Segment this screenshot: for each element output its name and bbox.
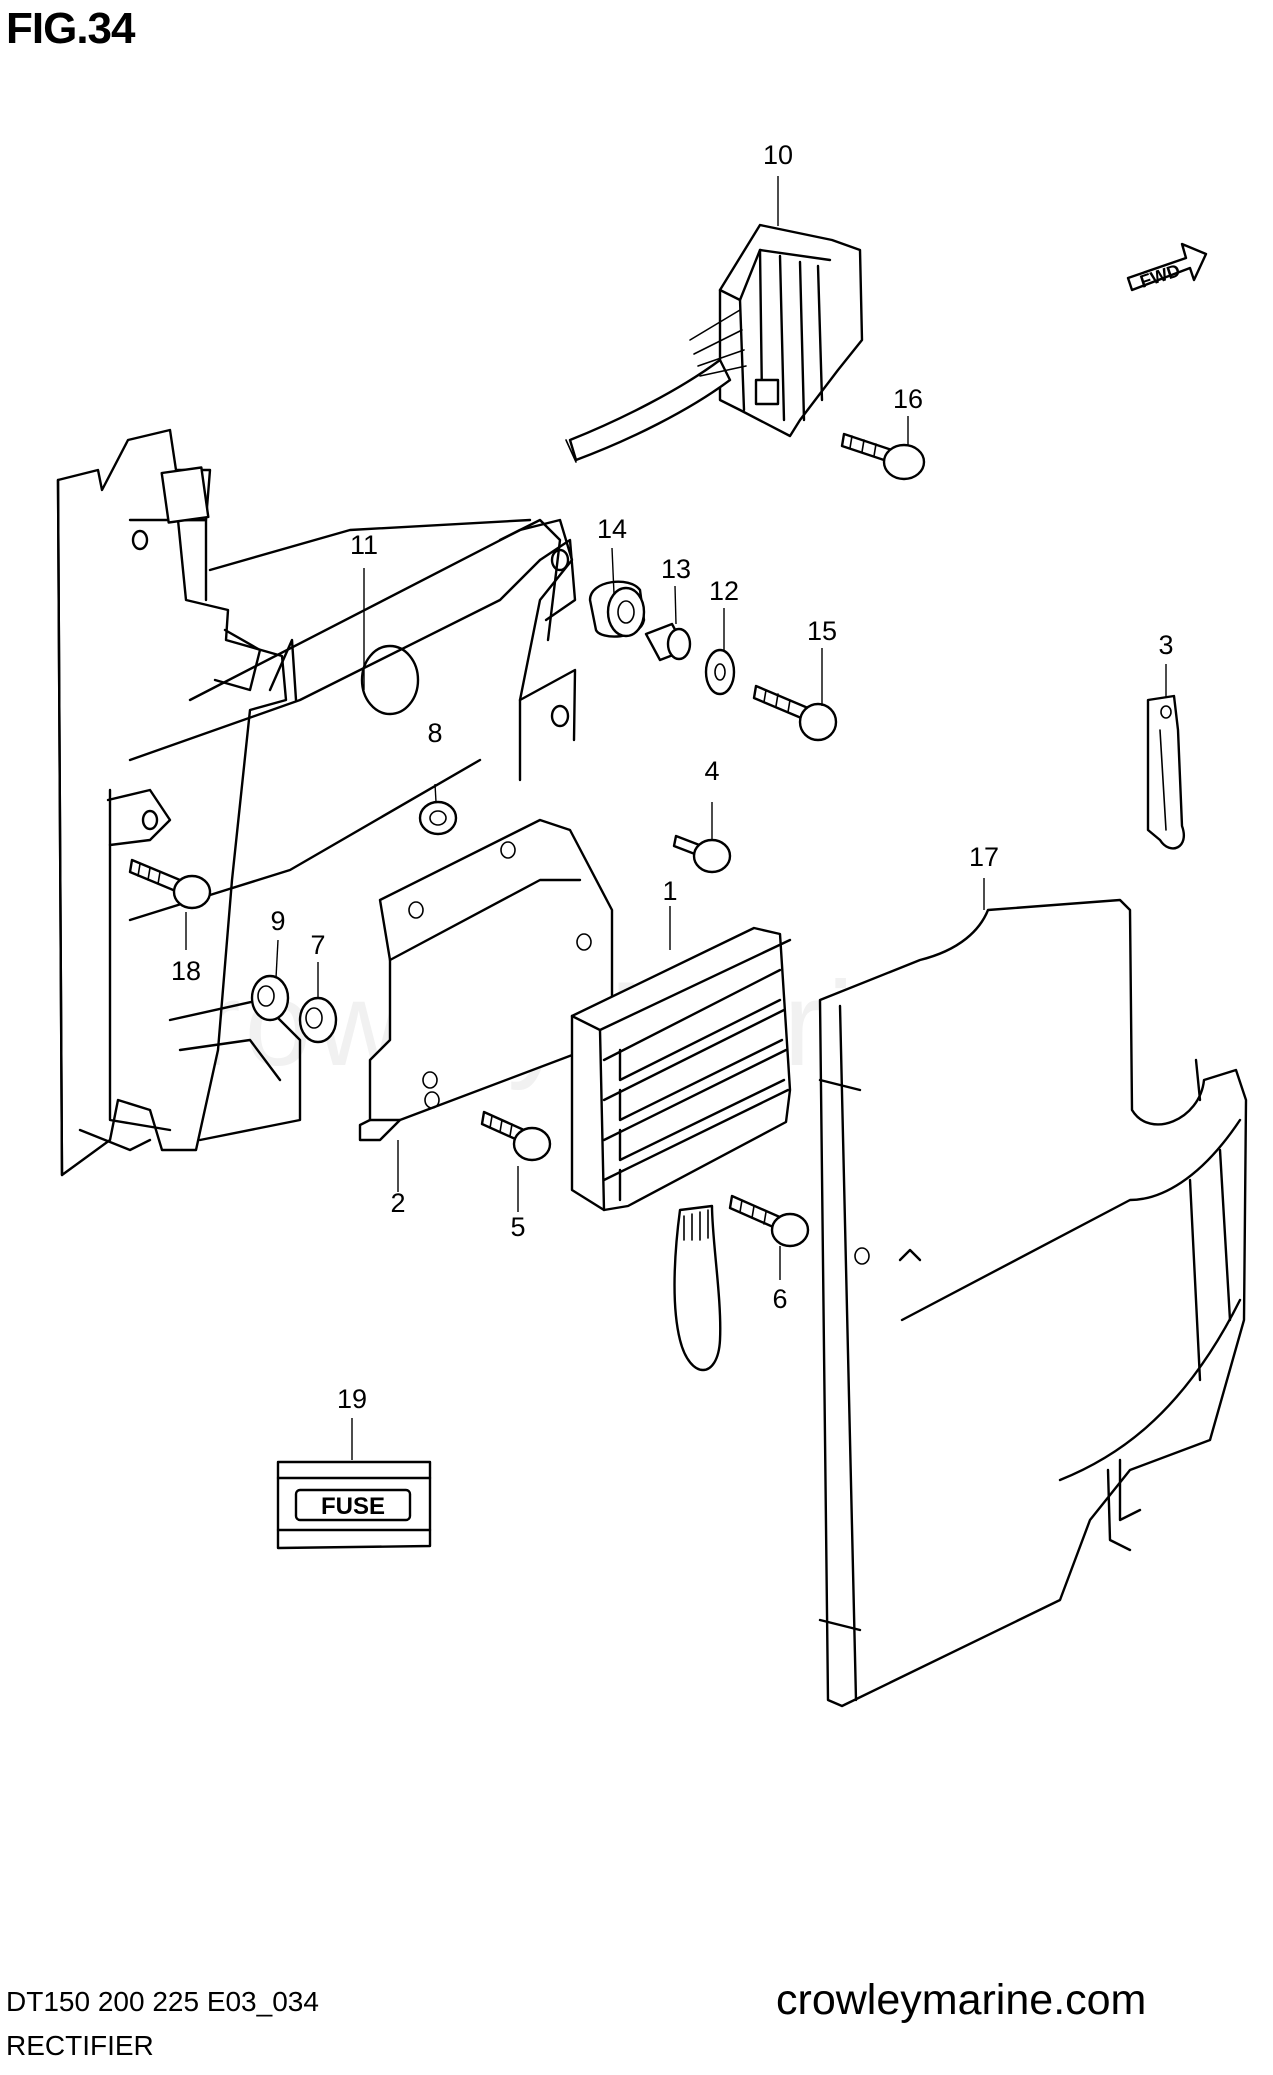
- regulator-part-10[interactable]: [565, 223, 864, 463]
- callout-17: 17: [969, 842, 999, 872]
- callout-10: 10: [763, 140, 793, 170]
- nut-part-8[interactable]: [418, 800, 458, 836]
- model-code: DT150 200 225 E03_034: [6, 1986, 319, 2017]
- bolt-part-15[interactable]: [752, 684, 838, 742]
- section-name: RECTIFIER: [6, 2030, 154, 2061]
- callout-19: 19: [337, 1384, 367, 1414]
- bolt-part-6[interactable]: [728, 1194, 810, 1248]
- grommet-part-14[interactable]: [588, 580, 646, 638]
- callout-11: 11: [350, 530, 378, 560]
- bolt-part-18[interactable]: [128, 858, 212, 910]
- fwd-label: FWD: [1137, 260, 1182, 292]
- callout-18: 18: [171, 956, 201, 986]
- callout-13: 13: [661, 554, 691, 584]
- callout-14: 14: [597, 514, 627, 544]
- washer-part-12[interactable]: [704, 648, 736, 696]
- website-url[interactable]: crowleymarine.com: [776, 1976, 1147, 2024]
- clamp-part-3[interactable]: [1146, 694, 1185, 850]
- rectifier-part-1[interactable]: [570, 926, 792, 1371]
- cover-part-17[interactable]: [818, 898, 1248, 1708]
- callout-3: 3: [1158, 630, 1173, 660]
- callout-5: 5: [510, 1212, 525, 1242]
- callout-4: 4: [704, 756, 719, 786]
- leader-lines: [185, 176, 1167, 1460]
- bracket-frame-part-11[interactable]: [56, 428, 577, 1177]
- callout-15: 15: [807, 616, 837, 646]
- callout-2: 2: [390, 1188, 405, 1218]
- callout-12: 12: [709, 576, 739, 606]
- callout-8: 8: [427, 718, 442, 748]
- collar-part-13[interactable]: [644, 622, 692, 662]
- nut-part-9[interactable]: [250, 974, 290, 1022]
- callout-6: 6: [772, 1284, 787, 1314]
- bolt-part-16[interactable]: [840, 432, 926, 481]
- bolt-part-4[interactable]: [672, 834, 732, 874]
- figure-title: FIG.34: [6, 4, 135, 53]
- fuse-label-text: FUSE: [321, 1493, 385, 1520]
- callout-9: 9: [270, 906, 285, 936]
- fuse-label-part-19[interactable]: FUSE: [276, 1460, 432, 1550]
- callout-labels: 1 2 3 4 5 6 7 8 9 10 11 12 13 14 15 16 1…: [171, 140, 1174, 1414]
- callout-16: 16: [893, 384, 923, 414]
- callout-7: 7: [310, 930, 325, 960]
- nut-part-7[interactable]: [298, 996, 338, 1044]
- fwd-arrow-icon: FWD: [1126, 242, 1208, 292]
- bolt-part-5[interactable]: [480, 1110, 552, 1162]
- mounting-plate-part-2[interactable]: [358, 818, 614, 1142]
- callout-1: 1: [662, 876, 677, 906]
